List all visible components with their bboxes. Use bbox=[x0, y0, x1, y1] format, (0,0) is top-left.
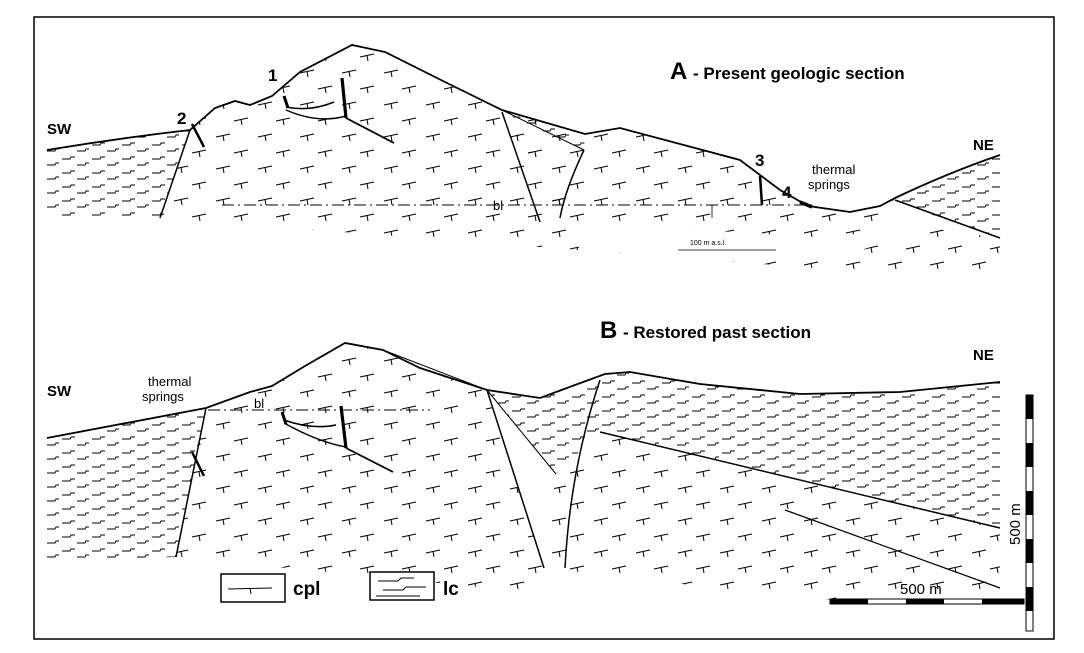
horizontal-scale-segment-3 bbox=[906, 599, 944, 604]
legend-label-lc: lc bbox=[443, 579, 459, 600]
section-a-vein-1 bbox=[285, 101, 335, 110]
section-b-site-1-mark bbox=[280, 411, 288, 425]
section-b-vein-1 bbox=[283, 419, 337, 428]
section-a-site-1-mark bbox=[282, 95, 290, 109]
section-a-springs-line1: thermal bbox=[812, 162, 855, 177]
section-a-elevation-label: 100 m a.s.l. bbox=[690, 240, 726, 247]
horizontal-scale-segment-1 bbox=[830, 599, 868, 604]
section-b-letter: B bbox=[600, 317, 617, 344]
section-a-cpl-east-block bbox=[502, 110, 895, 238]
section-b-lc-sw-unit bbox=[47, 408, 206, 560]
vertical-scale-segment-7 bbox=[1026, 539, 1033, 563]
section-a-vein-2 bbox=[285, 109, 347, 120]
section-a-conduit-branch bbox=[345, 117, 395, 144]
section-a-springs-line2: springs bbox=[808, 177, 850, 192]
section-a-topography-line bbox=[46, 44, 1001, 213]
section-a-fault-graben-west bbox=[501, 111, 541, 223]
section-a-cpl-unit bbox=[160, 45, 1000, 270]
section-a-letter: A bbox=[670, 58, 687, 85]
section-a-base-level-label: bl bbox=[493, 198, 503, 213]
section-b-fault-graben-west bbox=[486, 389, 545, 569]
section-b-graben-contact bbox=[486, 389, 557, 475]
section-a: A - Present geologic section SW NE 1 2 3… bbox=[46, 44, 1001, 270]
section-a-site-2-mark bbox=[190, 123, 206, 148]
section-a-site-3-mark bbox=[758, 175, 764, 206]
section-b-vein-2 bbox=[283, 422, 347, 448]
section-b-deep-contact bbox=[784, 509, 1001, 589]
section-a-point-1: 1 bbox=[268, 66, 277, 85]
section-a-graben-contact bbox=[501, 109, 585, 151]
section-a-contact-ne bbox=[894, 199, 1001, 239]
legend-swatch-lc bbox=[369, 571, 435, 601]
horizontal-scale-segment-5 bbox=[982, 599, 1024, 604]
horizontal-scale-label: 500 m bbox=[900, 581, 942, 598]
legend-cpl-pattern-icon bbox=[227, 587, 273, 595]
figure-border bbox=[33, 16, 1055, 640]
section-b-fault-graben-east bbox=[564, 379, 601, 569]
section-a-karst-conduit bbox=[340, 77, 348, 119]
section-b-springs-line2: springs bbox=[142, 389, 184, 404]
scale-bars: 500 m 500 m bbox=[829, 394, 1034, 632]
vertical-scale-segment-9 bbox=[1026, 587, 1033, 611]
section-b-title: - Restored past section bbox=[623, 323, 811, 342]
section-a-ne-label: NE bbox=[973, 137, 994, 154]
legend-lc-pattern-icon bbox=[376, 577, 426, 597]
section-a-title: - Present geologic section bbox=[693, 64, 905, 83]
section-b-karst-conduit bbox=[339, 405, 348, 449]
section-b-site-2-mark bbox=[190, 451, 206, 477]
section-a-point-2: 2 bbox=[177, 109, 186, 128]
section-b-lc-cover-unit bbox=[383, 350, 1000, 528]
section-b-cpl-unit bbox=[176, 343, 544, 592]
section-b-fault-west bbox=[175, 407, 207, 558]
vertical-scale-segment-5 bbox=[1026, 491, 1033, 515]
section-b-lower-contact bbox=[599, 431, 1001, 529]
vertical-scale-label: 500 m bbox=[1007, 503, 1024, 545]
section-a-fault-west bbox=[159, 129, 191, 219]
section-b-cpl-lower-unit bbox=[544, 432, 1000, 600]
section-a-lc-sw-unit bbox=[47, 130, 190, 218]
section-a-point-3: 3 bbox=[755, 151, 764, 170]
section-b-ne-label: NE bbox=[973, 347, 994, 364]
section-b-cover-contact bbox=[382, 349, 488, 391]
legend: cpl lc bbox=[220, 571, 459, 603]
section-a-fault-graben-east bbox=[559, 149, 585, 219]
section-b-conduit-branch bbox=[345, 447, 394, 473]
legend-label-cpl: cpl bbox=[293, 579, 320, 600]
vertical-scale-segment-3 bbox=[1026, 443, 1033, 467]
section-a-point-4: 4 bbox=[782, 183, 792, 202]
vertical-scale-segment-1 bbox=[1026, 395, 1033, 419]
section-b-springs-line1: thermal bbox=[148, 374, 191, 389]
section-b-base-level-label: bl bbox=[254, 396, 264, 411]
section-b: B - Restored past section SW NE thermal … bbox=[46, 317, 1001, 600]
section-b-sw-label: SW bbox=[47, 383, 72, 400]
section-a-sw-label: SW bbox=[47, 121, 72, 138]
section-a-lc-ne-unit bbox=[895, 155, 1000, 238]
